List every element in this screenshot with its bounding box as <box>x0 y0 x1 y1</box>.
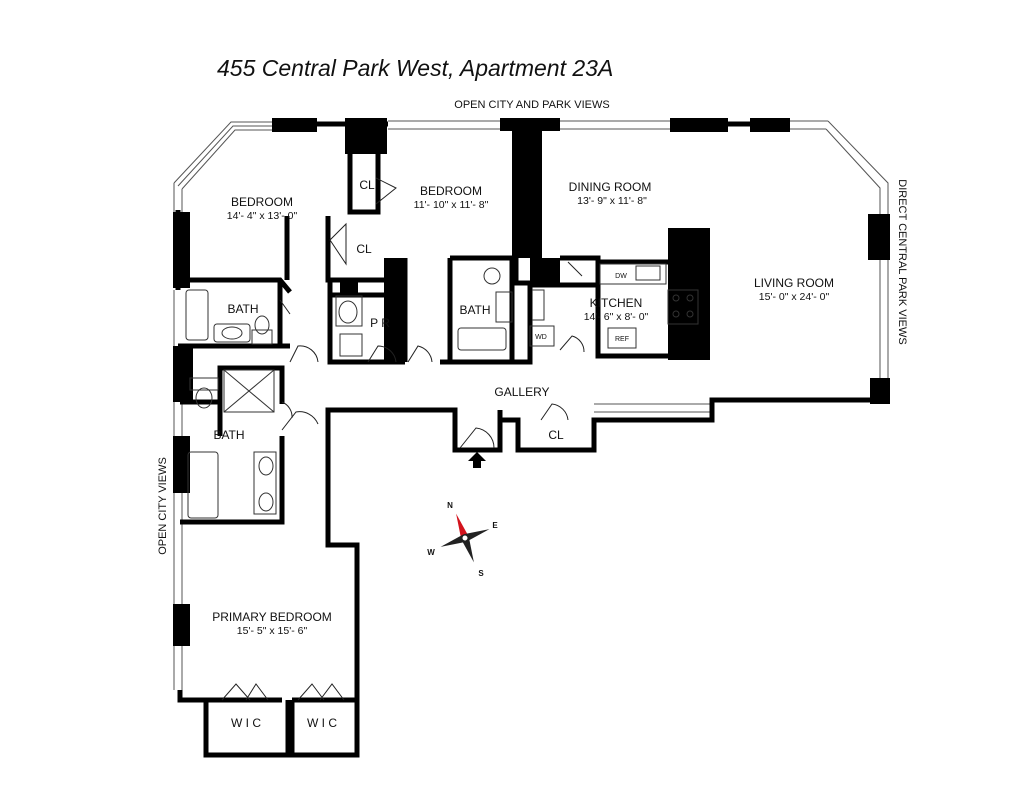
refrigerator-label: REF <box>615 336 629 343</box>
room-name-closet-3: CL <box>548 428 564 442</box>
room-dims-dining: 13'- 9" x 11'- 8" <box>577 195 647 207</box>
room-dims-bedroom-1: 14'- 4" x 13'- 0" <box>227 210 298 222</box>
bathtub-icon <box>457 327 507 351</box>
room-dims-bedroom-2: 11'- 10" x 11'- 8" <box>414 199 489 211</box>
compass-s: S <box>478 569 484 578</box>
compass-n: N <box>447 501 453 510</box>
room-name-living: LIVING ROOM <box>754 276 834 290</box>
bathtub-icon <box>185 289 209 341</box>
doors <box>221 177 585 701</box>
room-name-kitchen: KITCHEN <box>590 296 643 310</box>
compass-rose-icon <box>440 513 490 563</box>
room-name-closet-1: CL <box>359 178 375 192</box>
room-name-powder-room: P R <box>370 316 390 330</box>
shower-icon <box>223 369 275 413</box>
room-name-bedroom-1: BEDROOM <box>231 195 293 209</box>
room-name-bedroom-2: BEDROOM <box>420 184 482 198</box>
room-name-bath-2: BATH <box>213 428 244 442</box>
room-name-wic-1: W I C <box>231 716 261 730</box>
wall-blocks <box>173 118 890 646</box>
room-name-closet-2: CL <box>356 242 372 256</box>
view-label-left: OPEN CITY VIEWS <box>157 457 169 555</box>
compass-e: E <box>492 521 498 530</box>
dishwasher-label: DW <box>615 273 627 280</box>
room-dims-primary: 15'- 5" x 15'- 6" <box>237 625 308 637</box>
room-name-primary: PRIMARY BEDROOM <box>212 610 332 624</box>
room-dims-living: 15'- 0" x 24'- 0" <box>759 291 830 303</box>
room-name-bath-1: BATH <box>227 302 258 316</box>
room-name-gallery: GALLERY <box>494 385 549 399</box>
room-name-bath-3: BATH <box>459 303 490 317</box>
washer-dryer-label: WD <box>535 334 547 341</box>
room-name-dining: DINING ROOM <box>569 180 652 194</box>
room-dims-kitchen: 14'- 6" x 8'- 0" <box>584 311 649 323</box>
windows <box>173 120 889 690</box>
view-label-right: DIRECT CENTRAL PARK VIEWS <box>896 179 908 344</box>
view-label-top: OPEN CITY AND PARK VIEWS <box>454 99 609 111</box>
room-name-wic-2: W I C <box>307 716 337 730</box>
entry-arrow-icon <box>468 452 486 468</box>
bathtub-icon <box>187 451 219 519</box>
fixtures <box>185 263 699 519</box>
plan-title: 455 Central Park West, Apartment 23A <box>217 55 614 81</box>
compass-w: W <box>427 548 435 557</box>
